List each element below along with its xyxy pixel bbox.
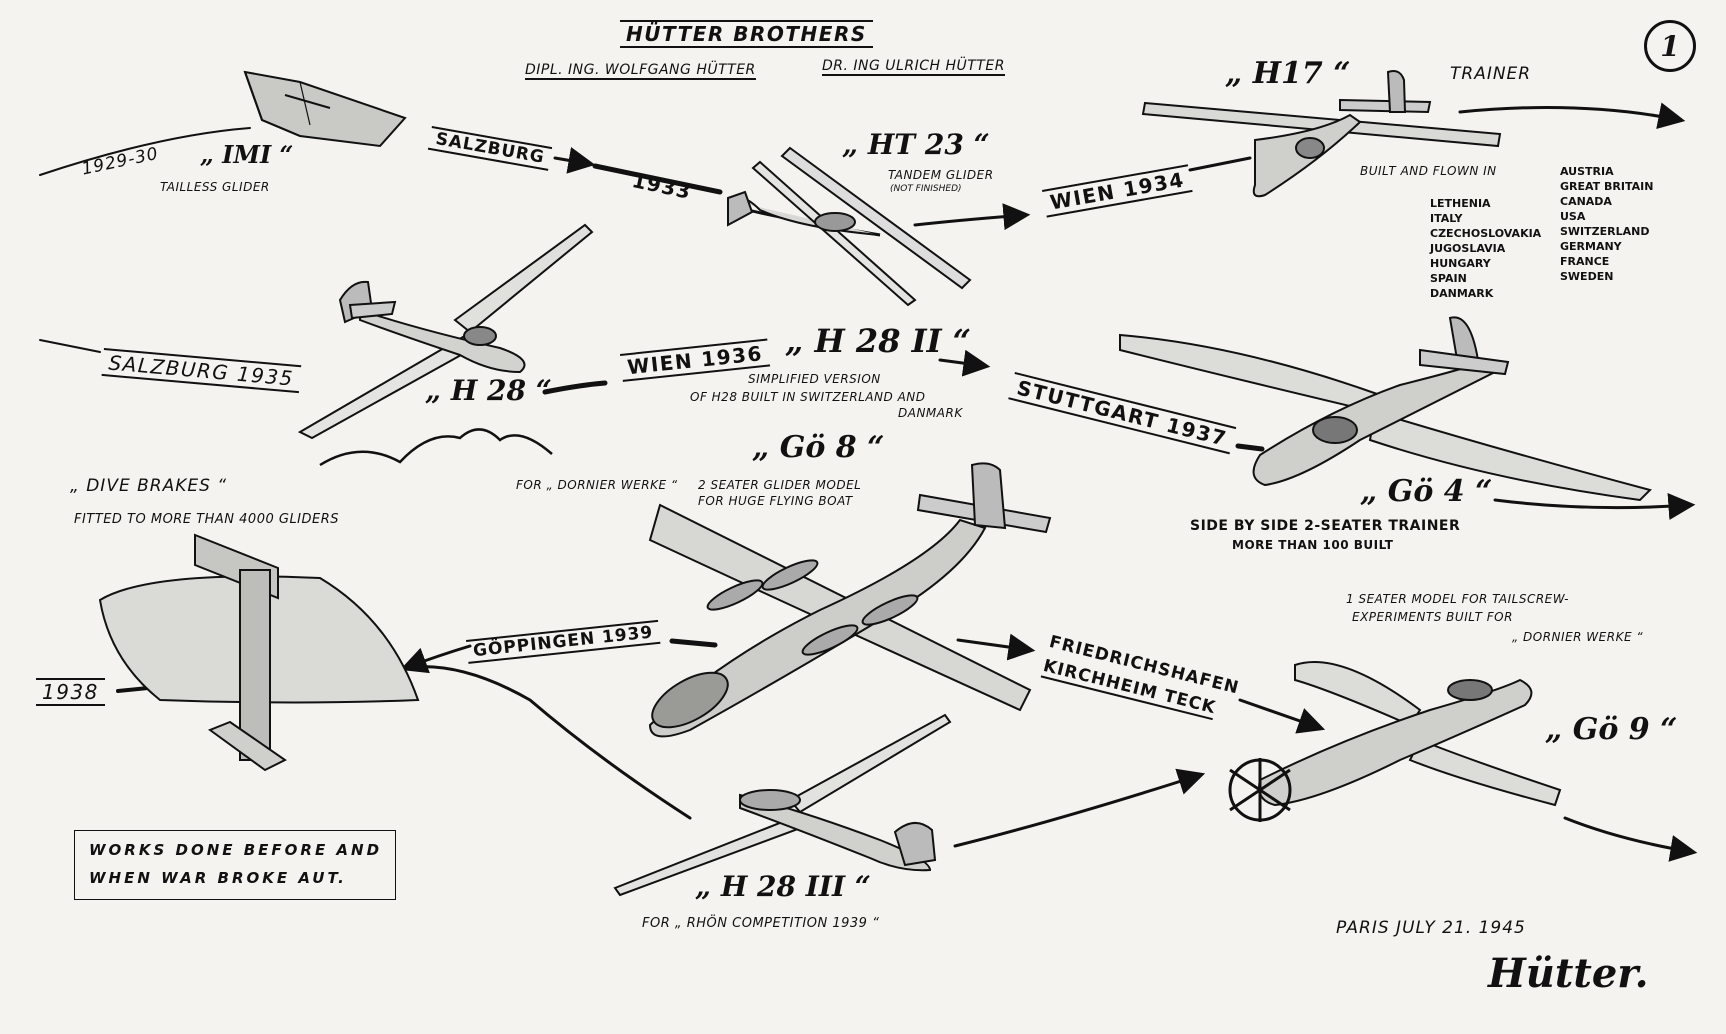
- country-item: DANMARK: [1430, 287, 1494, 300]
- h28ii-description-3: DANMARK: [898, 406, 963, 420]
- country-item: HUNGARY: [1430, 257, 1491, 270]
- country-item: ITALY: [1430, 212, 1463, 225]
- flow-arrow-wien1934: [1188, 156, 1252, 172]
- go9-name: „ Gö 9 “: [1545, 712, 1678, 747]
- landscape-sketch: [319, 428, 553, 467]
- page-number-badge: 1: [1644, 20, 1696, 72]
- go9-tailscrew-sketch: [1228, 661, 1562, 822]
- flow-arrow-h28ii: [938, 349, 991, 377]
- trainer-label: TRAINER: [1450, 64, 1532, 84]
- h28iii-glider-sketch: [613, 713, 952, 897]
- flow-arrow-h17: [1458, 102, 1686, 130]
- go9-description-3: „ DORNIER WERKE “: [1512, 630, 1644, 644]
- author-wolfgang: DIPL. ING. WOLFGANG HÜTTER: [525, 62, 756, 80]
- country-item: GERMANY: [1560, 240, 1622, 253]
- h28ii-description-1: SIMPLIFIED VERSION: [748, 372, 881, 386]
- flow-arrow-go9: [1563, 816, 1698, 862]
- works-note-line-1: WORKS DONE BEFORE AND: [89, 841, 383, 859]
- ht23-description: TANDEM GLIDER: [888, 168, 994, 182]
- flow-arrow-goppingen: [399, 644, 472, 674]
- author-ulrich: DR. ING ULRICH HÜTTER: [822, 58, 1005, 76]
- country-item: LETHENIA: [1430, 197, 1491, 210]
- country-item: USA: [1560, 210, 1586, 223]
- flow-arrow-salzburg: [553, 147, 596, 174]
- go4-description-2: MORE THAN 100 BUILT: [1232, 538, 1394, 552]
- h28-glider-sketch: [297, 223, 594, 440]
- flow-arrow-h28iii-back: [403, 665, 692, 820]
- countries-list-left: LETHENIA ITALY CZECHOSLOVAKIA JUGOSLAVIA…: [1430, 196, 1541, 301]
- flow-arrow-1933: [592, 163, 723, 195]
- signature: Hütter.: [1488, 950, 1649, 997]
- go8-flying-boat-sketch: [648, 462, 1052, 738]
- flow-arrow-h28iii: [953, 768, 1206, 848]
- flow-arrow-h28: [542, 380, 608, 395]
- go4-name: „ Gö 4 “: [1360, 474, 1493, 509]
- flow-arrow-1938: [116, 686, 150, 693]
- h17-trainer-sketch: [1141, 70, 1502, 198]
- dive-brakes-title: „ DIVE BRAKES “: [70, 476, 228, 496]
- go9-description-2: EXPERIMENTS BUILT FOR: [1352, 610, 1513, 624]
- imi-description: TAILLESS GLIDER: [160, 180, 270, 194]
- flow-arrow-stuttgart: [1235, 443, 1265, 452]
- go4-description-1: SIDE BY SIDE 2-SEATER TRAINER: [1190, 518, 1461, 534]
- go8-for-label: FOR „ DORNIER WERKE “: [516, 478, 678, 492]
- h28ii-name: „ H 28 II “: [785, 322, 972, 360]
- country-item: CANADA: [1560, 195, 1612, 208]
- h28-name: „ H 28 “: [425, 374, 552, 407]
- go8-description-1: 2 SEATER GLIDER MODEL: [698, 478, 862, 492]
- country-item: CZECHOSLOVAKIA: [1430, 227, 1542, 240]
- works-note-box: WORKS DONE BEFORE AND WHEN WAR BROKE AUT…: [74, 830, 396, 900]
- flow-arrow-go4: [1493, 493, 1696, 520]
- go8-description-2: FOR HUGE FLYING BOAT: [698, 494, 853, 508]
- ht23-note: (NOT FINISHED): [890, 184, 962, 194]
- h28iii-description: FOR „ RHÖN COMPETITION 1939 “: [642, 916, 880, 931]
- year-1938-label: 1938: [36, 678, 105, 706]
- country-item: FRANCE: [1560, 255, 1610, 268]
- place-date-label: PARIS JULY 21. 1945: [1336, 918, 1526, 938]
- h17-name: „ H17 “: [1225, 56, 1351, 91]
- flow-arrow-ht23: [913, 203, 1031, 231]
- go8-name: „ Gö 8 “: [752, 430, 885, 465]
- h28ii-description-2: OF H28 BUILT IN SWITZERLAND AND: [690, 390, 926, 404]
- ht23-tandem-glider-sketch: [727, 146, 972, 307]
- imi-name: „ IMI “: [200, 140, 294, 169]
- flow-arrow-salzburg1935: [39, 339, 101, 353]
- dive-brakes-sketch: [98, 533, 420, 772]
- flow-arrow-imi: [39, 127, 251, 176]
- country-item: SWITZERLAND: [1560, 225, 1650, 238]
- country-item: GREAT BRITAIN: [1560, 180, 1654, 193]
- ht23-name: „ HT 23 “: [842, 128, 990, 161]
- flow-arrow-friedrichshafen: [1238, 698, 1326, 734]
- go4-trainer-sketch: [1119, 316, 1652, 502]
- built-flown-label: BUILT AND FLOWN IN: [1360, 164, 1497, 178]
- country-item: SWEDEN: [1560, 270, 1614, 283]
- h28iii-name: „ H 28 III “: [695, 870, 871, 903]
- country-item: SPAIN: [1430, 272, 1467, 285]
- flow-arrow-goppingen-right: [669, 638, 718, 648]
- go9-description-1: 1 SEATER MODEL FOR TAILSCREW-: [1346, 592, 1570, 606]
- country-item: AUSTRIA: [1560, 165, 1614, 178]
- page-title: HÜTTER BROTHERS: [620, 20, 873, 48]
- works-note-line-2: WHEN WAR BROKE AUT.: [89, 869, 347, 887]
- imi-tailless-glider-sketch: [243, 70, 407, 148]
- dive-brakes-description: FITTED TO MORE THAN 4000 GLIDERS: [74, 512, 340, 527]
- country-item: JUGOSLAVIA: [1430, 242, 1506, 255]
- flow-arrow-go8: [956, 633, 1036, 661]
- countries-list-right: AUSTRIA GREAT BRITAIN CANADA USA SWITZER…: [1560, 164, 1653, 284]
